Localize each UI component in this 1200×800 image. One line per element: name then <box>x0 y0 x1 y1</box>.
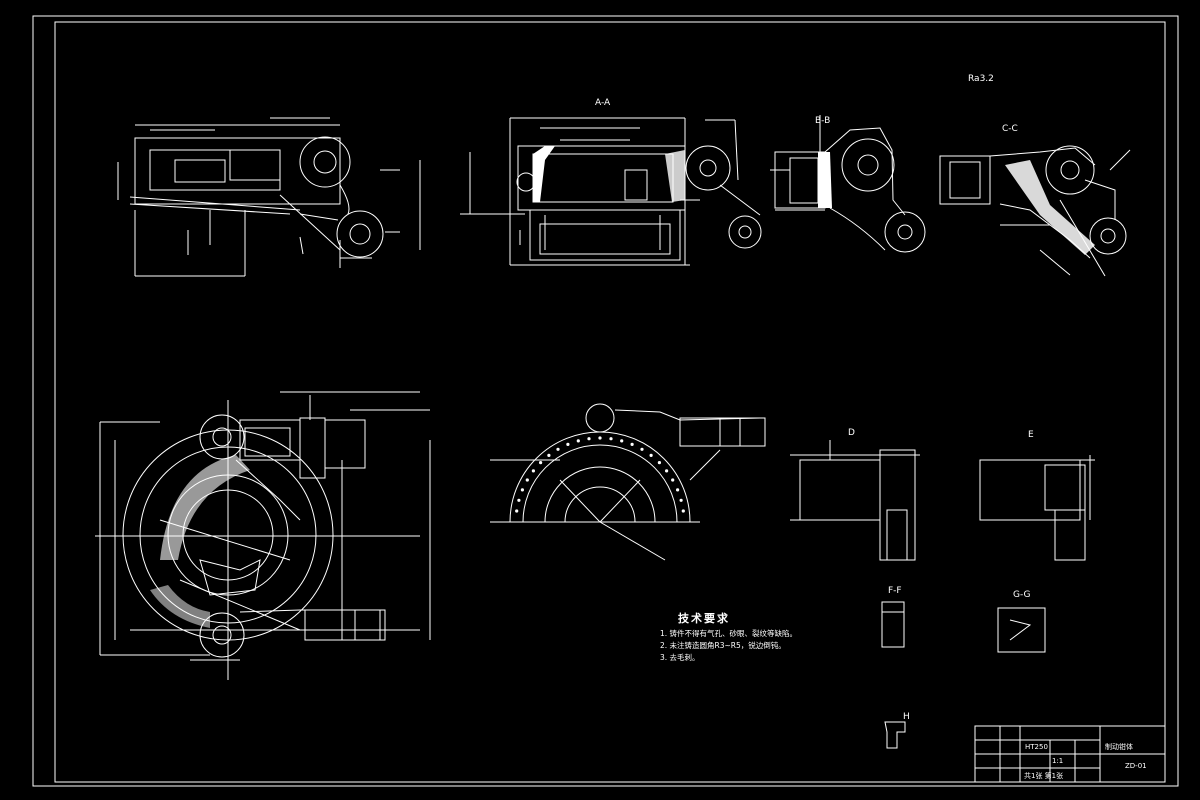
inner-frame <box>54 21 1166 783</box>
bolt-hole <box>576 439 580 443</box>
tech-note-2: 2. 未注铸造圆角R3~R5，锐边倒钝。 <box>660 641 786 650</box>
hatch-section-c <box>1005 160 1095 255</box>
roughness-mark: Ra3.2 <box>968 74 994 84</box>
bolt-hole <box>640 447 644 451</box>
bolt-hole <box>566 442 570 446</box>
bolt-hole <box>598 436 602 440</box>
hatch-section-a <box>533 146 555 202</box>
section-label-g: G-G <box>1013 590 1031 600</box>
bolt-hole <box>520 488 525 492</box>
view-section-f-f <box>881 601 905 648</box>
view-section-c-c <box>939 145 1131 277</box>
view-section-h <box>884 721 906 749</box>
bolt-hole <box>630 442 634 446</box>
title-block-material: HT250 <box>1025 743 1048 751</box>
bolt-hole <box>517 498 521 502</box>
title-block-sheet: 共1张 第1张 <box>1024 772 1064 780</box>
bolt-hole <box>609 437 613 441</box>
view-side-elevation <box>117 117 421 277</box>
bolt-hole <box>587 437 591 441</box>
bolt-hole-pattern <box>515 436 685 513</box>
title-block-drawing-no: ZD-01 <box>1125 762 1147 770</box>
section-label-e: E <box>1028 430 1034 440</box>
hatch-main-arc-lower <box>150 585 210 628</box>
bolt-hole <box>531 469 536 473</box>
tech-note-3: 3. 去毛刺。 <box>660 653 700 662</box>
section-label-c: C-C <box>1002 124 1018 134</box>
hatch-main-arc <box>160 455 250 560</box>
title-block <box>974 725 1166 783</box>
tech-note-1: 1. 铸件不得有气孔、砂眼、裂纹等缺陷。 <box>660 629 798 638</box>
title-block-part-name: 制动钳体 <box>1105 743 1133 751</box>
bolt-hole <box>679 498 683 502</box>
view-section-a-a <box>460 117 762 266</box>
bolt-hole <box>620 439 624 443</box>
title-block-scale: 1:1 <box>1052 757 1064 765</box>
view-front-main <box>95 391 431 680</box>
bolt-hole <box>676 488 680 492</box>
tech-requirements-title: 技术要求 <box>678 612 730 625</box>
bolt-hole <box>539 461 543 465</box>
section-label-d: D <box>848 428 855 438</box>
bolt-hole <box>657 461 662 465</box>
hatch-section-b <box>818 152 832 208</box>
bolt-hole <box>515 509 519 513</box>
bolt-hole <box>649 453 653 457</box>
bolt-hole <box>556 447 560 451</box>
section-label-a: A-A <box>595 98 611 108</box>
outer-border <box>32 15 1179 787</box>
section-label-f: F-F <box>888 586 902 596</box>
view-section-g-g <box>997 607 1046 653</box>
bolt-hole <box>671 478 675 482</box>
hatch-section-a-right <box>665 150 685 202</box>
view-detail-d <box>790 440 920 561</box>
bolt-hole <box>681 509 685 513</box>
bolt-hole <box>547 453 551 457</box>
section-label-b: B-B <box>815 116 831 126</box>
view-section-b-b <box>770 115 926 253</box>
view-detail-e <box>979 455 1095 561</box>
bolt-hole <box>665 469 669 473</box>
bolt-hole <box>525 478 529 482</box>
view-sector-detail <box>490 403 766 561</box>
section-label-h: H <box>903 712 910 722</box>
